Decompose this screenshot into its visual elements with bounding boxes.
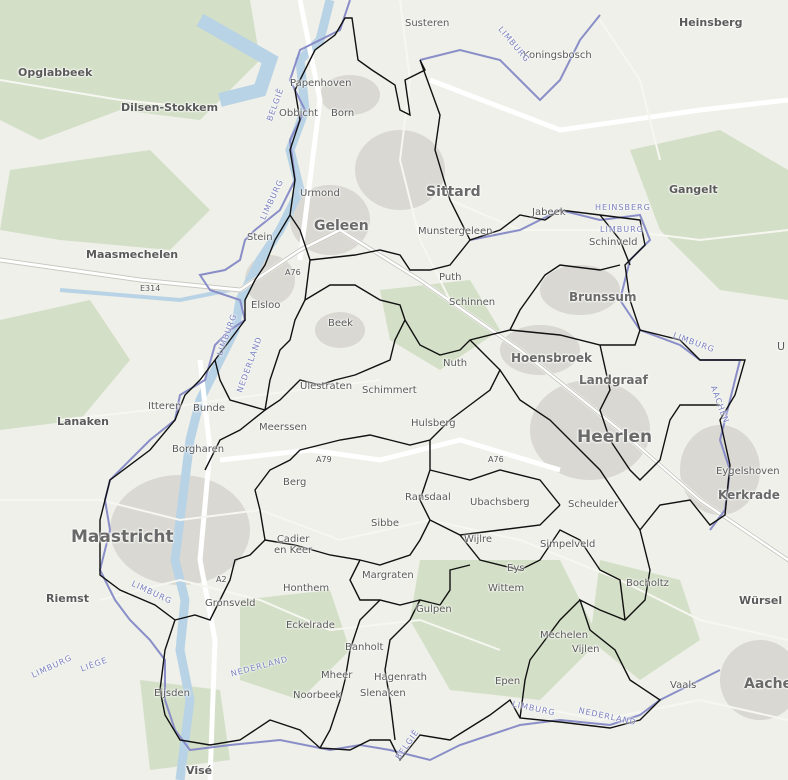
label-hagenrath: Hagenrath bbox=[374, 672, 427, 683]
label-lanaken: Lanaken bbox=[57, 415, 109, 428]
label-itteren: Itteren bbox=[148, 401, 182, 412]
label-meerssen: Meerssen bbox=[259, 422, 307, 433]
label-aachen: Aache bbox=[744, 676, 788, 692]
label-maasmechelen: Maasmechelen bbox=[86, 248, 179, 261]
canal bbox=[59, 288, 231, 303]
label-schinnen: Schinnen bbox=[449, 297, 496, 308]
label-honthem: Honthem bbox=[283, 583, 330, 594]
label-eys: Eys bbox=[507, 563, 525, 574]
label-dilsen-stokkem: Dilsen-Stokkem bbox=[121, 101, 219, 114]
label-sibbe: Sibbe bbox=[371, 518, 399, 529]
label-simpelveld: Simpelveld bbox=[540, 539, 596, 550]
label-hulsberg: Hulsberg bbox=[411, 418, 456, 429]
label-vaals: Vaals bbox=[670, 680, 697, 691]
label-gronsveld: Gronsveld bbox=[205, 598, 256, 609]
label-schimmert: Schimmert bbox=[362, 385, 417, 396]
label-slenaken: Slenaken bbox=[360, 688, 406, 699]
label-eckelrade: Eckelrade bbox=[286, 620, 335, 631]
border-text-heinsberg: HEINSBERG bbox=[595, 203, 651, 212]
label-munstergeleen: Munstergeleen bbox=[418, 226, 493, 237]
national-border-north bbox=[419, 14, 601, 102]
label-scheulder: Scheulder bbox=[568, 499, 619, 510]
road-label-a79: A79 bbox=[316, 455, 332, 464]
label-sittard: Sittard bbox=[426, 184, 481, 200]
label-margraten: Margraten bbox=[362, 570, 414, 581]
label-gulpen: Gulpen bbox=[416, 604, 452, 615]
label-cadier-en-keer: Cadier en Keer bbox=[274, 534, 313, 556]
label-obbicht: Obbicht bbox=[279, 108, 319, 119]
road-label-e314: E314 bbox=[140, 284, 161, 293]
label-ubachsberg: Ubachsberg bbox=[470, 497, 530, 508]
label-susteren: Susteren bbox=[405, 18, 450, 29]
border-text-limburg-7: LIMBURG bbox=[600, 225, 644, 234]
label-wittem: Wittem bbox=[488, 583, 525, 594]
label-jabeek: Jabeek bbox=[532, 207, 566, 218]
label-koningsbosch: Koningsbosch bbox=[523, 50, 592, 61]
label-wurselen: Würsel bbox=[739, 594, 783, 607]
road-label-a76-east: A76 bbox=[488, 455, 504, 464]
urban-areas bbox=[110, 75, 788, 720]
label-epen: Epen bbox=[495, 676, 521, 687]
label-brunssum: Brunssum bbox=[569, 290, 637, 304]
label-wijlre: Wijlre bbox=[464, 534, 493, 545]
label-landgraaf: Landgraaf bbox=[579, 373, 648, 387]
label-hoensbroek: Hoensbroek bbox=[511, 351, 592, 365]
label-heinsberg: Heinsberg bbox=[679, 16, 743, 29]
label-riemst: Riemst bbox=[46, 592, 89, 605]
label-berg: Berg bbox=[283, 477, 307, 488]
label-elsloo: Elsloo bbox=[251, 300, 281, 311]
label-opglabbeek: Opglabbeek bbox=[18, 66, 93, 79]
label-eygelshoven: Eygelshoven bbox=[716, 466, 780, 477]
municipality-boundaries bbox=[99, 17, 746, 762]
label-u: U bbox=[777, 340, 786, 353]
label-beek: Beek bbox=[328, 318, 353, 329]
label-ransdaal: Ransdaal bbox=[405, 492, 451, 503]
road-label-a76: A76 bbox=[285, 268, 301, 277]
label-bunde: Bunde bbox=[193, 403, 226, 414]
label-papenhoven: Papenhoven bbox=[290, 78, 352, 89]
label-mechelen: Mechelen bbox=[540, 630, 589, 641]
label-geleen: Geleen bbox=[314, 218, 369, 234]
label-stein: Stein bbox=[247, 232, 273, 243]
label-born: Born bbox=[331, 108, 355, 119]
road-label-a2: A2 bbox=[216, 575, 227, 584]
label-vise: Visé bbox=[186, 764, 213, 777]
label-banholt: Banholt bbox=[345, 642, 384, 653]
label-nuth: Nuth bbox=[443, 358, 468, 369]
road-outlines bbox=[0, 227, 788, 563]
label-maastricht: Maastricht bbox=[71, 527, 174, 547]
label-borgharen: Borgharen bbox=[172, 444, 225, 455]
label-eijsden: Eijsden bbox=[154, 688, 190, 699]
label-heerlen: Heerlen bbox=[577, 427, 653, 447]
label-noorbeek: Noorbeek bbox=[293, 690, 342, 701]
label-gangelt: Gangelt bbox=[669, 183, 718, 196]
label-puth: Puth bbox=[439, 272, 462, 283]
label-mheer: Mheer bbox=[321, 670, 353, 681]
label-vijlen: Vijlen bbox=[572, 644, 600, 655]
label-urmond: Urmond bbox=[300, 188, 340, 199]
label-ulestraten: Ulestraten bbox=[300, 381, 353, 392]
label-schinveld: Schinveld bbox=[589, 237, 638, 248]
label-bocholtz: Bocholtz bbox=[626, 578, 669, 589]
label-kerkrade: Kerkrade bbox=[718, 488, 780, 502]
lake bbox=[196, 13, 279, 107]
